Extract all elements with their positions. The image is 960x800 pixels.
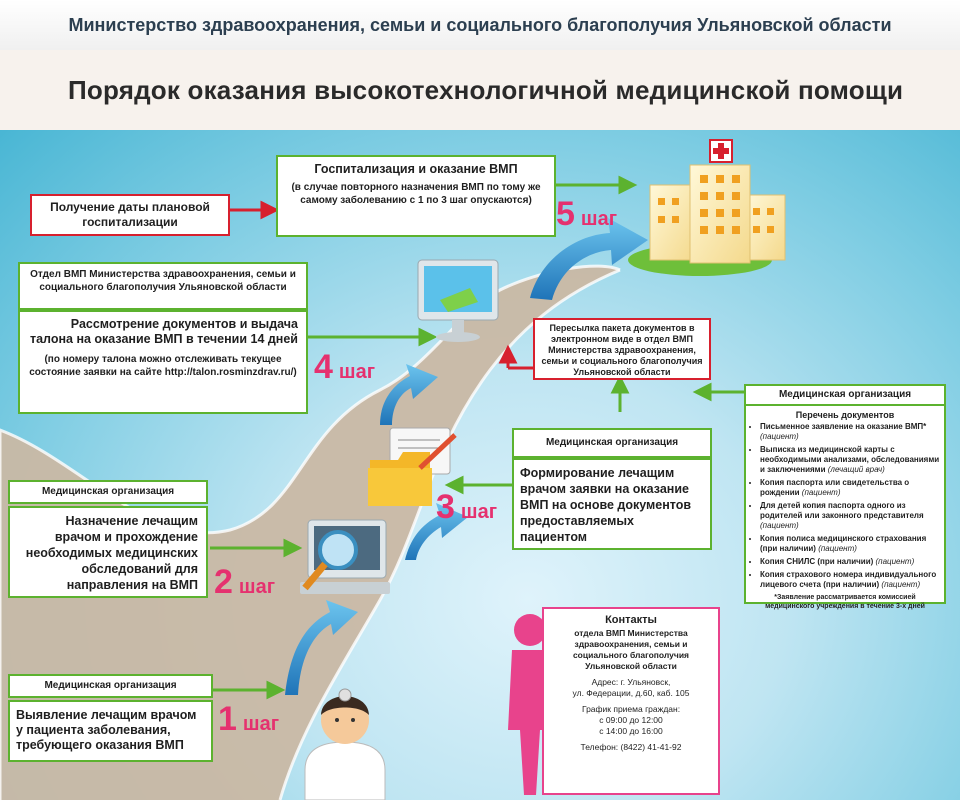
step5-title: Госпитализация и оказание ВМП xyxy=(314,162,518,176)
document-item-text: Копия СНИЛС (при наличии) xyxy=(760,557,874,566)
step4-body-box: Рассмотрение документов и выдача талона … xyxy=(18,310,308,414)
document-item-who: (пациент) xyxy=(818,544,857,553)
step4-body: Рассмотрение документов и выдача талона … xyxy=(29,317,298,346)
document-item: Выписка из медицинской карты с необходим… xyxy=(760,445,944,475)
document-item-text: Для детей копия паспорта одного из родит… xyxy=(760,501,924,520)
document-item: Копия страхового номера индивидуального … xyxy=(760,570,944,590)
document-item-text: Копия страхового номера индивидуального … xyxy=(760,570,937,589)
step3-body: Формирование лечащим врачом заявки на ок… xyxy=(512,458,712,550)
document-item-who: (пациент) xyxy=(760,432,799,441)
step1-header: Медицинская организация xyxy=(8,674,213,698)
step3-header: Медицинская организация xyxy=(512,428,712,458)
documents-box: Медицинская организация Перечень докумен… xyxy=(744,384,946,610)
document-item-who: (пациент) xyxy=(760,521,799,530)
computer-magnifier-icon xyxy=(300,519,390,594)
document-item-who: (пациент) xyxy=(881,580,921,589)
step4-note: (по номеру талона можно отслеживать теку… xyxy=(29,354,297,378)
folder-documents-icon xyxy=(368,427,457,506)
step4-header: Отдел ВМП Министерства здравоохранения, … xyxy=(18,262,308,310)
document-item: Копия полиса медицинского страхования (п… xyxy=(760,534,944,554)
document-item-who: (пациент) xyxy=(801,488,841,497)
contacts-address: ул. Федерации, д.60, каб. 105 xyxy=(572,688,690,698)
planned-date-box: Получение даты плановой госпитализации xyxy=(30,194,230,236)
contacts-box: Контакты отдела ВМП Министерства здравоо… xyxy=(542,607,720,795)
document-item-text: Выписка из медицинской карты с необходим… xyxy=(760,445,940,474)
document-item-who: (лечащий врач) xyxy=(827,465,885,474)
contacts-address-label: Адрес: г. Ульяновск, xyxy=(591,677,671,687)
ministry-header: Министерство здравоохранения, семьи и со… xyxy=(0,0,960,50)
contacts-schedule-1: с 09:00 до 12:00 xyxy=(599,715,663,725)
contacts-schedule-label: График приема граждан: xyxy=(581,704,681,714)
person-icon xyxy=(508,614,552,795)
step1-body: Выявление лечащим врачом у пациента забо… xyxy=(8,700,213,762)
contacts-schedule-2: с 14:00 до 16:00 xyxy=(599,726,663,736)
documents-footnote: *Заявление рассматривается комиссией мед… xyxy=(765,594,925,610)
step5-box: Госпитализация и оказание ВМП (в случае … xyxy=(276,155,556,237)
documents-subheader: Перечень документов xyxy=(795,410,895,420)
blue-arrow xyxy=(285,600,358,695)
documents-header: Медицинская организация xyxy=(746,386,944,406)
document-item-who: (пациент) xyxy=(875,557,915,566)
document-item: Копия паспорта или свидетельства о рожде… xyxy=(760,478,944,498)
document-item: Копия СНИЛС (при наличии) (пациент) xyxy=(760,557,944,567)
contacts-phone: Телефон: (8422) 41-41-92 xyxy=(580,742,682,752)
step5-note: (в случае повторного назначения ВМП по т… xyxy=(291,182,541,206)
document-item-text: Копия паспорта или свидетельства о рожде… xyxy=(760,478,910,497)
step2-body: Назначение лечащим врачом и прохождение … xyxy=(8,506,208,598)
hospital-icon xyxy=(628,139,786,276)
step2-header: Медицинская организация xyxy=(8,480,208,504)
monitor-card-icon xyxy=(417,259,499,342)
contacts-org: отдела ВМП Министерства здравоохранения,… xyxy=(572,628,690,671)
contacts-title: Контакты xyxy=(605,614,657,626)
transfer-box: Пересылка пакета документов в электронно… xyxy=(533,318,711,380)
page-title: Порядок оказания высокотехнологичной мед… xyxy=(0,50,960,185)
documents-list: Письменное заявление на оказание ВМП* (п… xyxy=(746,422,944,590)
document-item: Письменное заявление на оказание ВМП* (п… xyxy=(760,422,944,442)
document-item-text: Копия полиса медицинского страхования (п… xyxy=(760,534,927,553)
doctor-icon xyxy=(304,688,386,800)
document-item-text: Письменное заявление на оказание ВМП* xyxy=(760,422,927,431)
document-item: Для детей копия паспорта одного из родит… xyxy=(760,501,944,531)
